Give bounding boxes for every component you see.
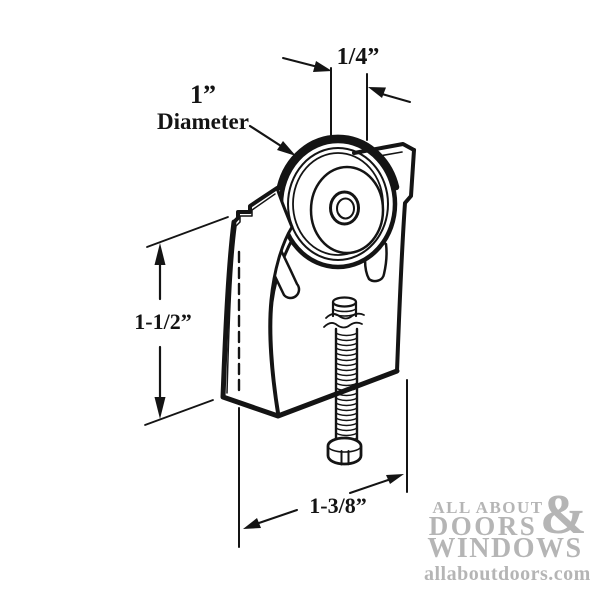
label-bottom-width: 1-3/8” <box>309 493 367 518</box>
screw-threads <box>335 331 358 442</box>
arrowhead-down-left-icon <box>243 518 261 529</box>
dim-leader-right <box>381 93 411 103</box>
wheel-rim-line <box>287 147 389 261</box>
label-left-height: 1-1/2” <box>134 309 192 334</box>
dim-diameter-callout <box>248 124 296 156</box>
arrowhead-down-right-icon <box>277 141 296 156</box>
bracket-right-edge <box>395 148 416 373</box>
dim-top-width <box>282 57 411 141</box>
axle-hole-shade <box>338 213 351 220</box>
watermark-ampersand: & <box>540 484 587 546</box>
screw-tip-top <box>331 296 358 308</box>
bracket-front <box>220 142 416 419</box>
screw-break-mark-1 <box>325 312 365 320</box>
dim-bottom-width <box>238 379 408 548</box>
screw-head-slot <box>340 450 350 466</box>
screw-head <box>326 436 363 466</box>
label-diameter-value: 1” <box>190 80 216 109</box>
dim-ext-line-bottom <box>144 399 214 426</box>
screw-break-mark-2 <box>323 321 363 329</box>
dim-line-left-seg <box>255 509 298 525</box>
wedge-top-notch-edge <box>232 186 279 224</box>
bracket-top-arc <box>276 134 400 191</box>
dim-ext-line-top <box>146 216 229 248</box>
dim-line-right-seg <box>349 478 392 494</box>
arrowhead-left-icon <box>368 87 386 98</box>
arrowhead-up-right-icon <box>386 474 404 484</box>
bracket-flange-top-edge <box>352 142 416 155</box>
label-diameter-word: Diameter <box>157 109 249 134</box>
dim-leader-left <box>282 57 319 68</box>
arrowhead-down-icon <box>154 397 166 419</box>
watermark-logo: ALL ABOUT & DOORS WINDOWS allaboutdoors.… <box>424 487 591 590</box>
dim-left-height <box>144 216 229 426</box>
watermark-doors: DOORS <box>428 511 538 541</box>
label-top-width: 1/4” <box>336 44 380 70</box>
roller-wheel <box>278 138 398 270</box>
watermark-website: allaboutdoors.com <box>424 563 591 585</box>
arrowhead-up-icon <box>154 243 166 265</box>
screw-head-rim <box>327 445 362 453</box>
watermark-windows: WINDOWS <box>427 533 583 564</box>
watermark-all-about: ALL ABOUT <box>432 498 544 517</box>
bracket-bottom-edge <box>220 219 400 419</box>
arrowhead-right-icon <box>313 61 332 72</box>
adjustment-screw <box>323 296 365 466</box>
diameter-leader-line <box>248 124 283 148</box>
